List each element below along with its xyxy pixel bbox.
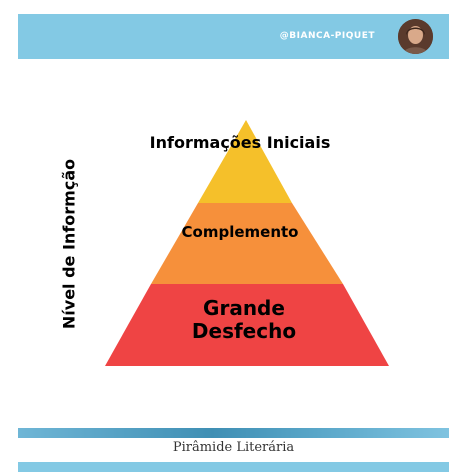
pyramid-tier-middle [151, 203, 343, 284]
author-handle[interactable]: @BIANCA-PIQUET [279, 31, 375, 41]
pyramid-tier-top [198, 120, 292, 203]
tier-label-bottom: Grande Desfecho [191, 296, 297, 343]
tier-label-middle: Complemento [181, 223, 299, 241]
pyramid-tier-bottom [105, 284, 389, 366]
profile-photo-icon[interactable] [398, 19, 433, 54]
footer-caption: Pirâmide Literária [172, 440, 295, 455]
footer-divider [18, 428, 449, 438]
footer-bar [18, 462, 449, 472]
header-bar: @BIANCA-PIQUET [18, 14, 449, 59]
tier-label-top: Informações Iniciais [149, 133, 331, 152]
